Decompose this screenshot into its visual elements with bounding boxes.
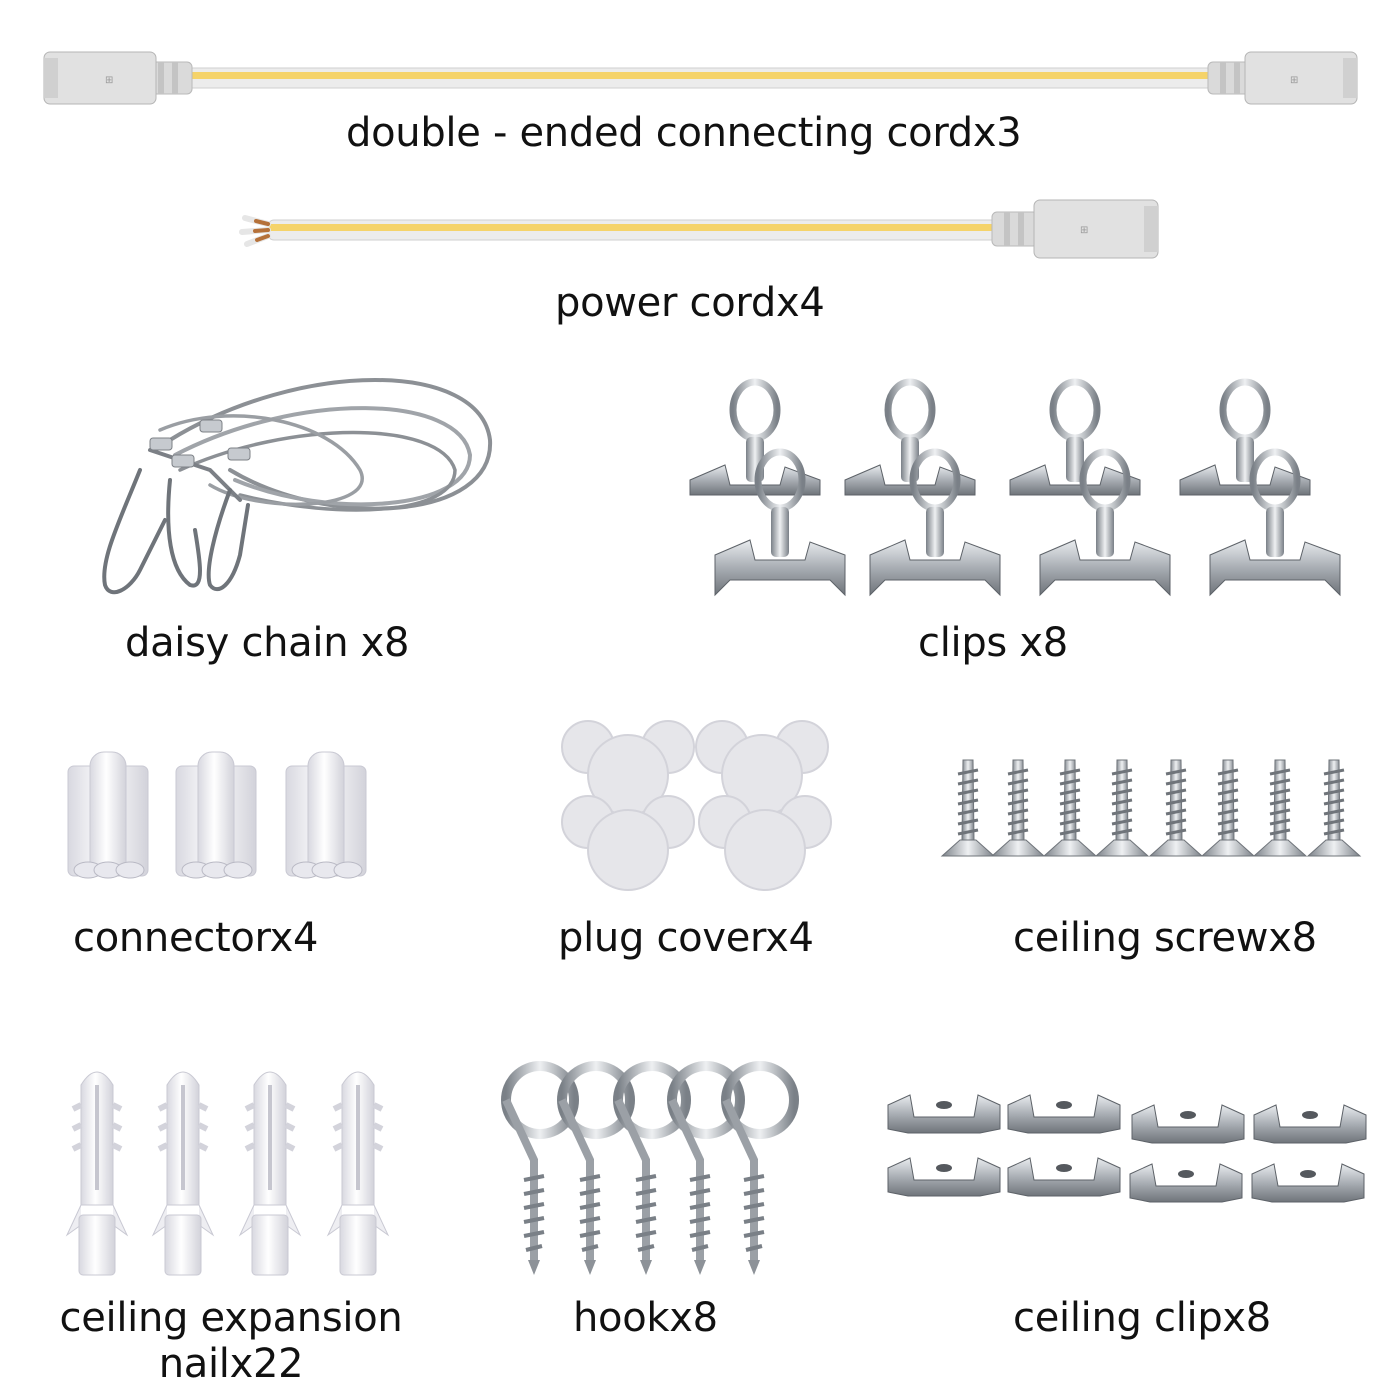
hook-image [501,1061,799,1275]
hook-label: hookx8 [573,1295,718,1341]
daisy-chain-label: daisy chain x8 [125,620,410,666]
svg-text:⊞: ⊞ [1290,75,1298,86]
clips-label: clips x8 [918,620,1068,666]
double-cord-label: double - ended connecting cordx3 [346,110,1022,156]
ceiling-screw-image [940,759,1362,857]
expansion-nail-image [65,1071,390,1276]
connector-label: connectorx4 [73,915,319,961]
expansion-nail-label: ceiling expansion nailx22 [52,1295,410,1387]
power-cord-label: power cordx4 [555,280,825,326]
power-cord-image: ⊞ [239,199,1159,259]
ceiling-clip-image [887,1094,1367,1203]
ceiling-screw-label: ceiling screwx8 [1013,915,1317,961]
daisy-chain-image [102,378,493,595]
expansion-nail-label-line1: ceiling expansion [59,1295,403,1341]
double-ended-cord-image: ⊞ ⊞ [43,51,1358,105]
ring-clips-image [689,378,1341,597]
ceiling-clip-label: ceiling clipx8 [1013,1295,1271,1341]
svg-text:⊞: ⊞ [105,75,113,86]
plug-cover-label: plug coverx4 [558,915,814,961]
connector-image [67,751,367,879]
svg-text:⊞: ⊞ [1080,225,1088,236]
plug-cover-image [561,720,832,891]
expansion-nail-label-line2: nailx22 [158,1341,304,1387]
